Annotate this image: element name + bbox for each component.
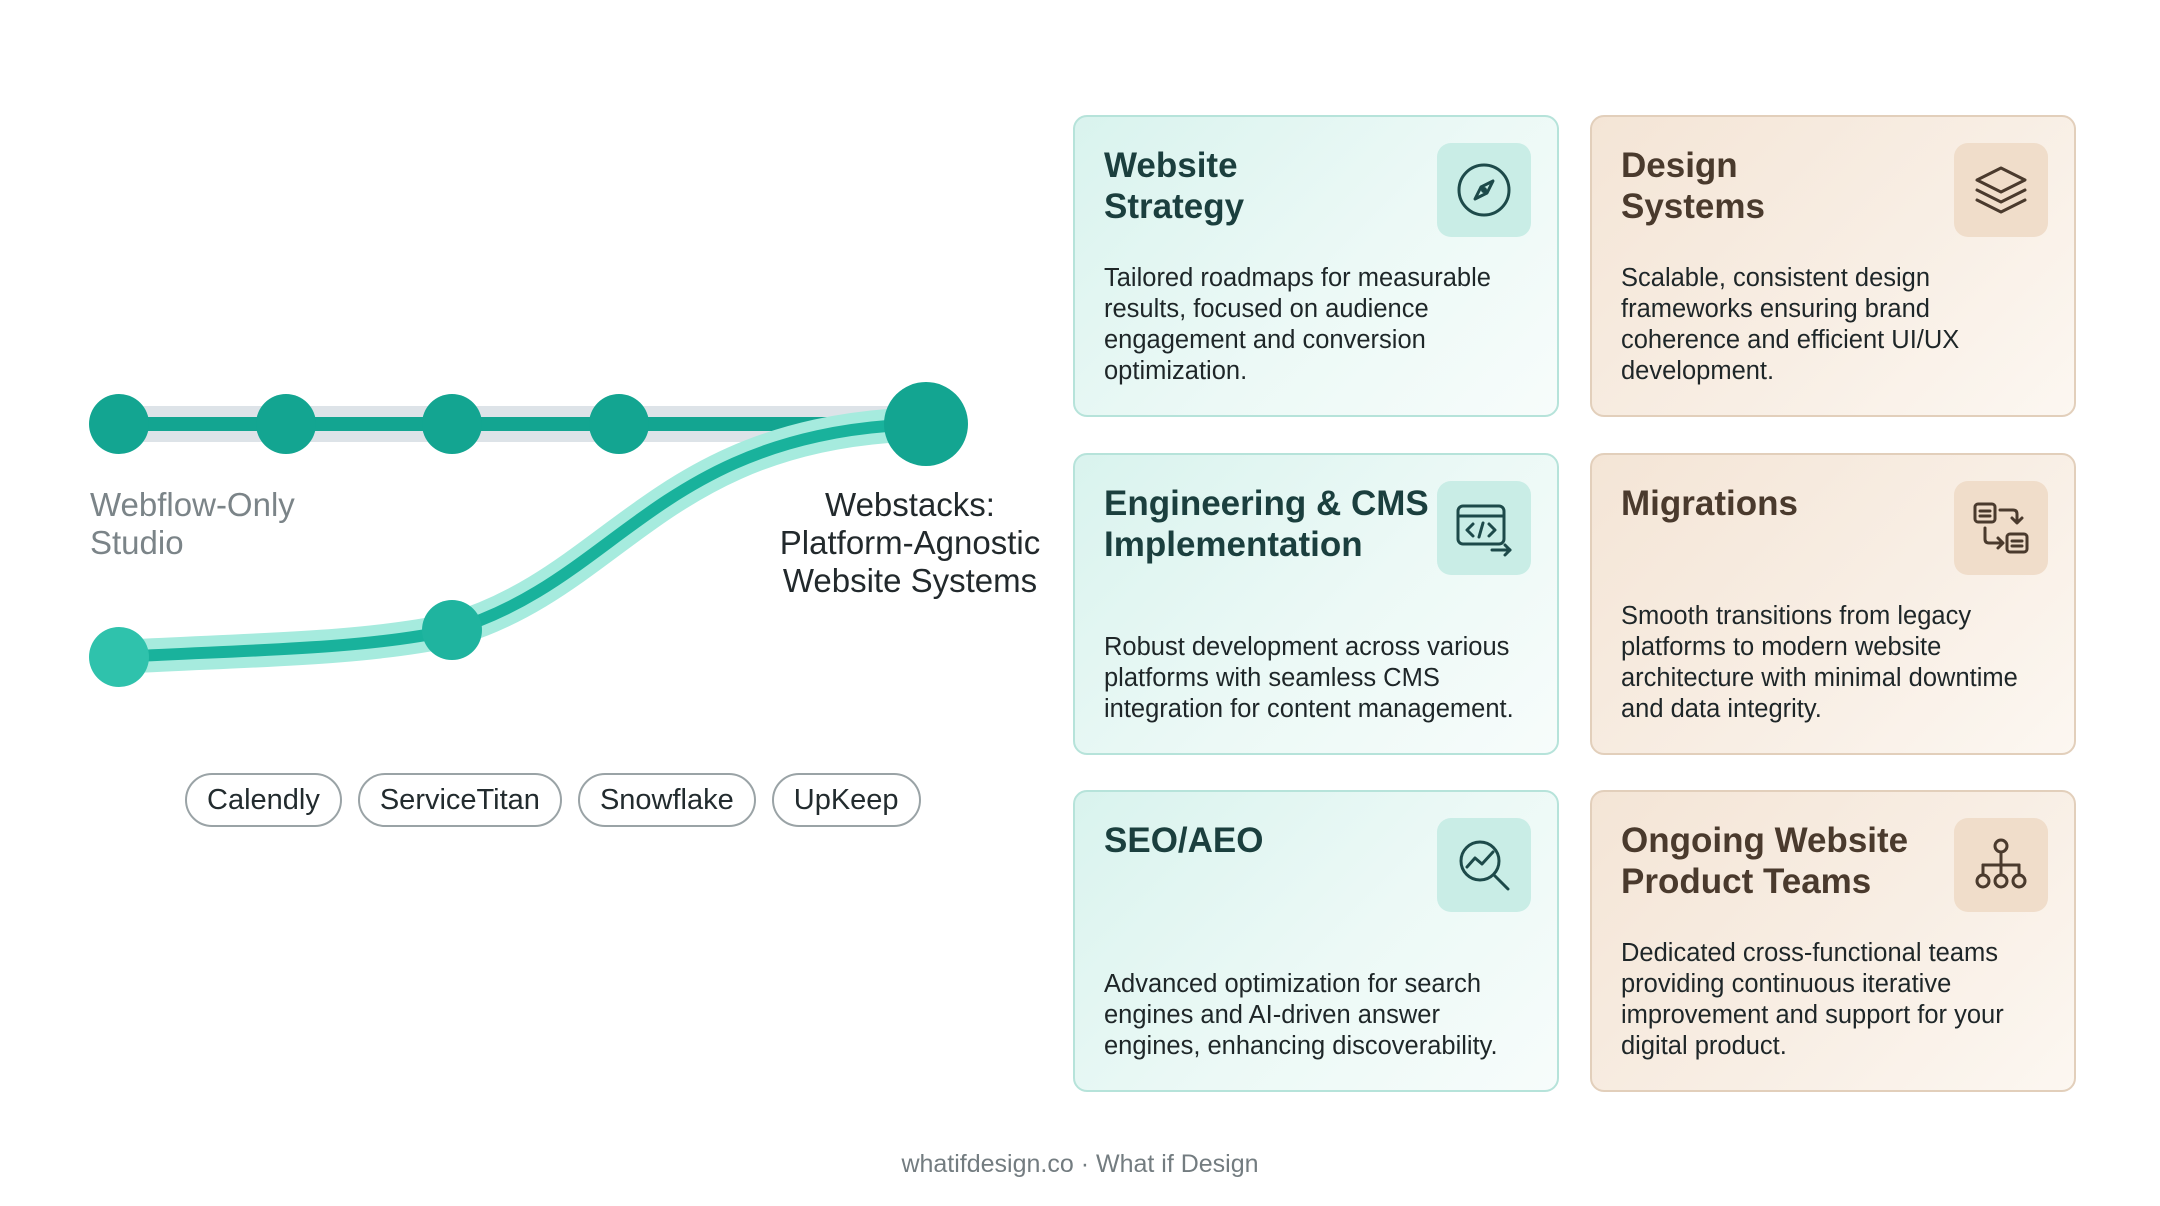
transition-diagram: [89, 382, 968, 687]
timeline-node-4: [589, 394, 649, 454]
branch-node-start: [89, 627, 149, 687]
timeline-node-2: [256, 394, 316, 454]
service-title: Website Strategy: [1104, 146, 1245, 226]
service-description: Dedicated cross-functional teams providi…: [1621, 939, 2004, 1060]
compass-icon: [1437, 143, 1531, 237]
client-chip-upkeep: UpKeep: [771, 773, 921, 827]
service-title: Design Systems: [1621, 146, 1765, 226]
migration-icon: [1954, 481, 2048, 575]
team-hierarchy-icon: [1954, 818, 2048, 912]
service-card-website-strategy: Website Strategy Tailored roadmaps for m…: [1073, 115, 1559, 417]
service-card-engineering-cms: Engineering & CMS Implementation Robust …: [1073, 453, 1559, 755]
client-chip-servicetitan: ServiceTitan: [357, 773, 562, 827]
footer-credit: whatifdesign.co · What if Design: [901, 1150, 1259, 1178]
service-description: Robust development across various platfo…: [1104, 633, 1514, 723]
end-label-line: Platform-Agnostic: [779, 524, 1041, 561]
code-window-icon: [1437, 481, 1531, 575]
start-label-line: Webflow-Only: [90, 486, 295, 523]
branch-path: [113, 418, 932, 663]
service-title: Engineering & CMS Implementation: [1104, 484, 1429, 564]
service-title: Ongoing Website Product Teams: [1621, 821, 1909, 901]
service-card-design-systems: Design Systems Scalable, consistent desi…: [1590, 115, 2076, 417]
layers-icon: [1954, 143, 2048, 237]
timeline-node-1: [89, 394, 149, 454]
service-card-migrations: Migrations Smooth transitions from legac…: [1590, 453, 2076, 755]
service-card-product-teams: Ongoing Website Product Teams Dedicated …: [1590, 790, 2076, 1092]
end-label-line: Webstacks:: [825, 486, 995, 523]
client-chip-snowflake: Snowflake: [577, 773, 756, 827]
search-chart-icon: [1437, 818, 1531, 912]
start-label-line: Studio: [90, 524, 184, 561]
timeline-node-3: [422, 394, 482, 454]
service-description: Scalable, consistent design frameworks e…: [1621, 264, 1960, 385]
service-title: Migrations: [1621, 484, 1798, 523]
service-card-seo-aeo: SEO/AEO Advanced optimization for search…: [1073, 790, 1559, 1092]
branch-node-mid: [422, 600, 482, 660]
start-label: Webflow-Only Studio: [90, 486, 295, 562]
service-description: Smooth transitions from legacy platforms…: [1621, 602, 2018, 723]
service-description: Tailored roadmaps for measurable results…: [1104, 264, 1491, 385]
client-chips: Calendly ServiceTitan Snowflake UpKeep: [185, 773, 921, 827]
service-description: Advanced optimization for search engines…: [1104, 970, 1498, 1060]
end-label: Webstacks: Platform-Agnostic Website Sys…: [760, 486, 1060, 600]
end-label-line: Website Systems: [782, 562, 1038, 599]
timeline-node-end: [884, 382, 968, 466]
service-title: SEO/AEO: [1104, 821, 1264, 860]
client-chip-calendly: Calendly: [185, 773, 342, 827]
